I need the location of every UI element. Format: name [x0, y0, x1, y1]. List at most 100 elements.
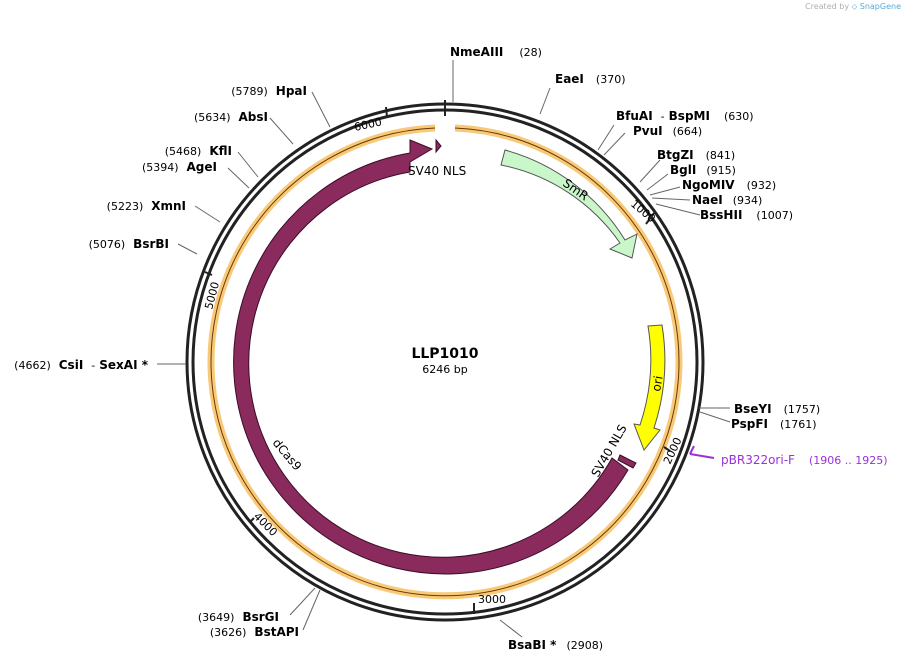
enzyme-name: BsrBI	[133, 237, 169, 251]
enzyme-name: PspFI	[731, 417, 768, 431]
snapgene-credit: Created by ⬦ SnapGene	[805, 2, 901, 12]
tick-mark-2000	[663, 446, 671, 452]
enzyme-pos: (1007)	[756, 209, 793, 222]
enzyme-pos: (664)	[673, 125, 703, 138]
primer-range: (1906 .. 1925)	[809, 454, 888, 467]
enzyme-agei[interactable]: (5394) AgeI	[142, 160, 217, 174]
enzyme-pos: (5223)	[107, 200, 144, 213]
tick-group	[204, 100, 671, 614]
enzyme-name: BstAPI	[254, 625, 299, 639]
primer-name: pBR322ori-F	[721, 453, 795, 467]
leader-ngomiv	[649, 186, 681, 196]
dcas9-feature[interactable]	[233, 139, 629, 575]
backbone-inner	[191, 108, 699, 616]
enzyme-name: BseYI	[734, 402, 772, 416]
leader-bfuai	[597, 124, 615, 151]
enzyme-pos: (370)	[596, 73, 626, 86]
enzyme-name: KflI	[209, 144, 232, 158]
enzyme-eaei[interactable]: EaeI (370)	[555, 72, 626, 86]
enzyme-pos: (5468)	[165, 145, 202, 158]
enzyme-pos: (5394)	[142, 161, 179, 174]
enzyme-pspfi[interactable]: PspFI (1761)	[731, 417, 817, 431]
enzyme-bsabi[interactable]: BsaBI *(2908)	[508, 638, 603, 652]
leader-xmni	[194, 205, 221, 223]
enzyme-name: PvuI	[633, 124, 663, 138]
leader-bsrgi	[289, 587, 316, 616]
enzyme-name-2: BspMI	[669, 109, 710, 123]
tick-mark-6000	[385, 106, 388, 118]
enzyme-absi[interactable]: (5634) AbsI	[194, 110, 268, 124]
enzyme-bstapi[interactable]: (3626)BstAPI	[210, 625, 299, 639]
enzyme-leaders	[157, 60, 731, 638]
enzyme-pos: (932)	[747, 179, 777, 192]
enzyme-csii-sexai[interactable]: (4662)CsiI-SexAI *	[14, 358, 149, 372]
enzyme-name: HpaI	[276, 84, 307, 98]
enzyme-pos: (5076)	[89, 238, 126, 251]
leader-bgli	[646, 173, 669, 191]
enzyme-naei[interactable]: NaeI(934)	[692, 193, 762, 207]
enzyme-name-2: SexAI *	[99, 358, 148, 372]
enzyme-name: BtgZI	[657, 148, 694, 162]
enzyme-bseyi[interactable]: BseYI (1757)	[734, 402, 820, 416]
enzyme-bfuai-bspmi[interactable]: BfuAI-BspMI (630)	[616, 109, 754, 123]
enzyme-kfli[interactable]: (5468) KflI	[165, 144, 232, 158]
leader-bsabi	[499, 619, 523, 638]
enzyme-xmni[interactable]: (5223) XmnI	[107, 199, 186, 213]
snapgene-logo: ⬦	[851, 2, 858, 11]
enzyme-pvui[interactable]: PvuI (664)	[633, 124, 702, 138]
leader-kfli	[237, 151, 259, 178]
enzyme-ngomiv[interactable]: NgoMIV (932)	[682, 178, 776, 192]
enzyme-pos: (934)	[733, 194, 763, 207]
enzyme-name: CsiI	[59, 358, 84, 372]
leader-pspfi	[699, 411, 731, 423]
leader-bsshii	[655, 203, 701, 216]
enzyme-bgli[interactable]: BglI (915)	[670, 163, 736, 177]
enzyme-name: BssHII	[700, 208, 742, 222]
enzyme-pos: (1757)	[784, 403, 821, 416]
leader-hpai	[311, 91, 331, 128]
enzyme-name: EaeI	[555, 72, 584, 86]
tick-mark-5000	[204, 271, 213, 276]
enzyme-pos: (5634)	[194, 111, 231, 124]
enzyme-hpai[interactable]: (5789)HpaI	[231, 84, 307, 98]
enzyme-name: BglI	[670, 163, 696, 177]
enzyme-pos: (841)	[706, 149, 736, 162]
plasmid-name: LLP1010	[411, 346, 478, 362]
leader-agei	[227, 167, 250, 189]
tick-label-3000: 3000	[478, 593, 506, 606]
enzyme-btgzi[interactable]: BtgZI (841)	[657, 148, 735, 162]
enzyme-name: AbsI	[239, 110, 268, 124]
primer-pbr322ori-f[interactable]: pBR322ori-F (1906 .. 1925)	[721, 453, 888, 467]
ori-label: ori	[649, 375, 665, 393]
sv40-nls-top-feature[interactable]	[435, 138, 442, 154]
enzyme-separator: -	[661, 110, 665, 123]
enzyme-name: BfuAI	[616, 109, 653, 123]
credit-prefix: Created by	[805, 2, 850, 11]
ori-feature[interactable]	[633, 324, 666, 451]
enzyme-pos: (4662)	[14, 359, 51, 372]
leader-btgzi	[639, 159, 661, 183]
enzyme-nmeaiii[interactable]: NmeAIII(28)	[450, 45, 542, 59]
credit-brand: SnapGene	[859, 2, 901, 11]
enzyme-pos: (630)	[724, 110, 754, 123]
leader-eaei	[539, 87, 551, 115]
sv40-nls-bottom-feature[interactable]	[617, 454, 637, 469]
backbone-outer	[185, 102, 705, 622]
leader-absi	[269, 117, 294, 145]
enzyme-bsrgi[interactable]: (3649)BsrGI	[198, 610, 279, 624]
leader-naei	[651, 197, 691, 201]
enzyme-name: BsrGI	[242, 610, 279, 624]
enzyme-pos: (1761)	[780, 418, 817, 431]
leader-bsrbi	[177, 243, 198, 255]
enzyme-bsrbi[interactable]: (5076) BsrBI	[89, 237, 169, 251]
enzyme-pos: (915)	[706, 164, 736, 177]
enzyme-name: NgoMIV	[682, 178, 735, 192]
enzyme-name: XmnI	[151, 199, 186, 213]
primer-pbr322ori-f-mark[interactable]	[689, 445, 715, 459]
smr-feature[interactable]	[500, 149, 638, 259]
enzyme-name: AgeI	[187, 160, 217, 174]
orange-track-main-core	[210, 127, 680, 597]
enzyme-name: BsaBI *	[508, 638, 557, 652]
enzyme-bsshii[interactable]: BssHII (1007)	[700, 208, 793, 222]
